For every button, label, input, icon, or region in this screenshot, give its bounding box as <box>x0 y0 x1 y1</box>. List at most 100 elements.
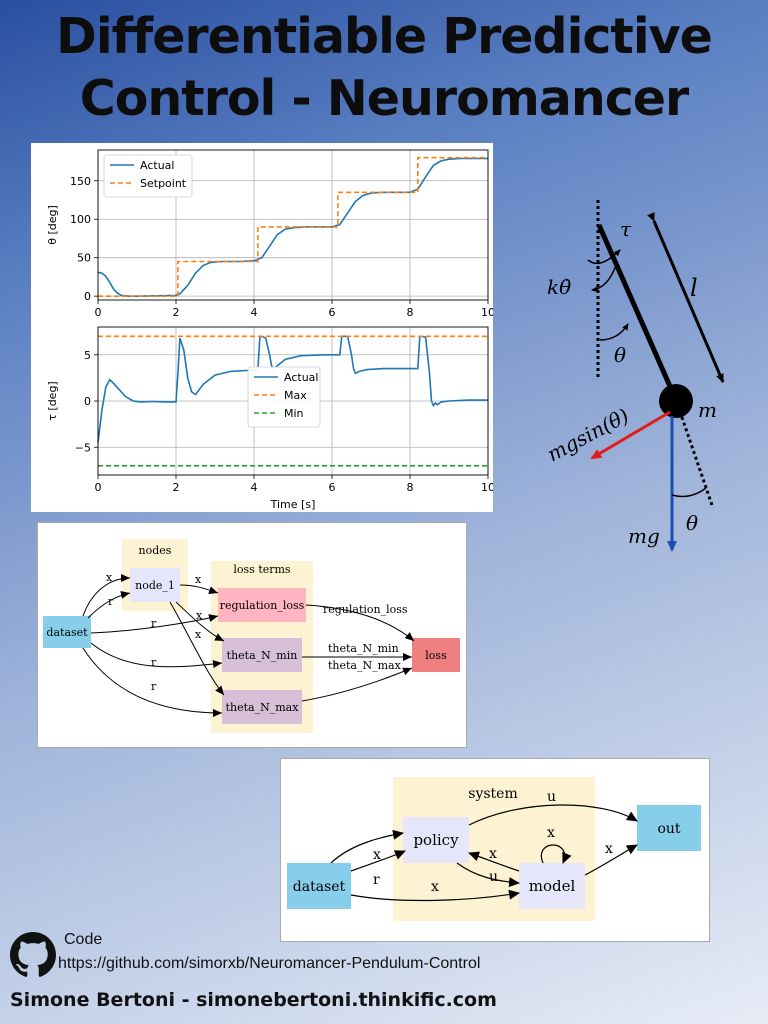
damping-label: kθ̇ <box>547 275 571 299</box>
title-line-2: Control - Neuromancer <box>79 70 689 127</box>
chart1-legend-label: Setpoint <box>140 177 187 190</box>
edge-dataset-min-r-label: r <box>151 656 157 669</box>
edge-node1-max-x-label: x <box>195 628 202 641</box>
chart2-ytick-label: 5 <box>84 349 91 362</box>
chart1-ytick-label: 100 <box>70 213 91 226</box>
edge-dataset-model-x-label: x <box>431 879 439 895</box>
nodes-cluster-label: nodes <box>139 544 172 557</box>
edge-dataset-max-r <box>82 647 223 717</box>
theta-label-top: θ <box>614 343 626 367</box>
chart1-xtick-label: 6 <box>329 306 336 319</box>
edge-node1-regloss-x <box>179 584 219 594</box>
edge-dataset-model-x <box>350 889 520 902</box>
chart1-legend-label: Actual <box>140 159 174 172</box>
edge-min-loss-label: theta_N_min <box>328 642 399 655</box>
node-model-label: model <box>529 877 576 895</box>
chart1-xtick-label: 0 <box>95 306 102 319</box>
theta-arc-top <box>599 323 629 341</box>
chart2-xtick-label: 4 <box>251 481 258 494</box>
node-loss <box>412 638 460 672</box>
mass-label: m <box>698 398 717 422</box>
chart2-ytick-label: −5 <box>75 441 91 454</box>
node-dataset-label: dataset <box>46 626 88 639</box>
theta-label-bottom: θ <box>686 511 698 535</box>
edge-dataset-node1-x-label: x <box>106 571 113 584</box>
chart1-series-setpoint <box>98 156 488 297</box>
rod-extension-line <box>674 399 715 509</box>
chart2-xtick-label: 8 <box>407 481 414 494</box>
pendulum-rod <box>596 223 679 402</box>
chart1-ytick-label: 0 <box>84 290 91 303</box>
chart2-frame <box>97 326 489 476</box>
length-label: l <box>690 274 698 302</box>
chart1-ytick-label: 150 <box>70 175 91 188</box>
edge-model-out-x-label: x <box>605 841 613 857</box>
chart1-ytick-label: 50 <box>77 252 91 265</box>
system-cluster-label: system <box>468 786 517 802</box>
node-theta-n-max <box>222 690 302 724</box>
chart2-xtick-label: 2 <box>173 481 180 494</box>
chart2-xtick-label: 0 <box>95 481 102 494</box>
damping-arc <box>591 264 617 293</box>
node-regulation-loss-label: regulation_loss <box>220 599 305 612</box>
edge-dataset-policy-r <box>350 850 406 872</box>
pendulum-diagram: τ l kθ̇ θ m mgsin(θ) θ mg <box>543 200 725 552</box>
edge-dataset-max-r-label: r <box>151 680 157 693</box>
edge-node1-min-x-label: x <box>196 609 203 622</box>
system-graph-panel: system dataset policy model out u x r x … <box>280 758 710 942</box>
edge-model-policy-x-label: x <box>489 846 497 862</box>
chart1-xtick-label: 10 <box>481 306 493 319</box>
node-model <box>519 863 585 909</box>
edge-dataset-node1-r <box>87 590 131 619</box>
edge-max-loss-label: theta_N_max <box>328 659 402 672</box>
loss-graph: nodes loss terms dataset node_1 regulati… <box>43 539 460 733</box>
edge-regloss-loss <box>305 604 415 642</box>
title-line-1: Differentiable Predictive <box>56 8 713 65</box>
chart2-legend-label: Max <box>284 389 307 402</box>
edge-regloss-loss-label: regulation_loss <box>323 603 408 616</box>
edge-dataset-policy-x-label: x <box>373 847 381 863</box>
repo-link[interactable]: https://github.com/simorxb/Neuromancer-P… <box>58 955 481 972</box>
node-policy <box>403 817 469 863</box>
node-policy-label: policy <box>413 831 459 849</box>
torque-arc <box>587 249 621 265</box>
node-dataset <box>43 616 91 648</box>
loss-terms-cluster-label: loss terms <box>233 563 291 576</box>
node-out <box>637 805 701 851</box>
edge-dataset-regloss-r <box>90 614 219 634</box>
chart2-ytick-label: 0 <box>84 395 91 408</box>
edge-dataset-regloss-r-label: r <box>151 617 157 630</box>
chart2-ylabel: τ [deg] <box>46 381 59 420</box>
edge-dataset-node1-x <box>82 574 131 617</box>
tau-label: τ <box>620 217 632 241</box>
code-label: Code <box>64 931 103 948</box>
node-theta-n-min-label: theta_N_min <box>227 649 298 662</box>
edge-node1-max-x <box>169 601 225 696</box>
system-graph: system dataset policy model out u x r x … <box>287 777 701 921</box>
edge-model-self-x <box>540 844 572 864</box>
chart1-xtick-label: 2 <box>173 306 180 319</box>
chart1-frame <box>97 149 489 301</box>
edge-dataset-node1-r-label: r <box>108 595 114 608</box>
chart2-legend-box <box>247 366 321 428</box>
edge-dataset-policy-r-label: r <box>373 872 380 888</box>
edge-model-policy-x <box>468 851 520 872</box>
node-node-1 <box>130 568 180 602</box>
node-dataset <box>287 863 351 909</box>
chart1-xtick-label: 8 <box>407 306 414 319</box>
length-arrow <box>647 212 725 383</box>
edge-dataset-min-r <box>90 642 223 668</box>
edge-max-loss <box>301 667 413 702</box>
chart1-ylabel: θ [deg] <box>46 205 59 245</box>
node-node-1-label: node_1 <box>135 579 175 592</box>
edge-node1-min-x <box>175 601 225 642</box>
edge-model-self-x-label: x <box>547 825 555 841</box>
loss-graph-panel: nodes loss terms dataset node_1 regulati… <box>37 522 467 748</box>
github-icon[interactable] <box>10 932 56 978</box>
tangential-force-arrow <box>590 410 671 460</box>
edge-node1-regloss-x-label: x <box>195 573 202 586</box>
chart2-xtick-label: 6 <box>329 481 336 494</box>
tangential-force-label: mgsin(θ) <box>543 403 633 466</box>
node-out-label: out <box>657 821 680 837</box>
